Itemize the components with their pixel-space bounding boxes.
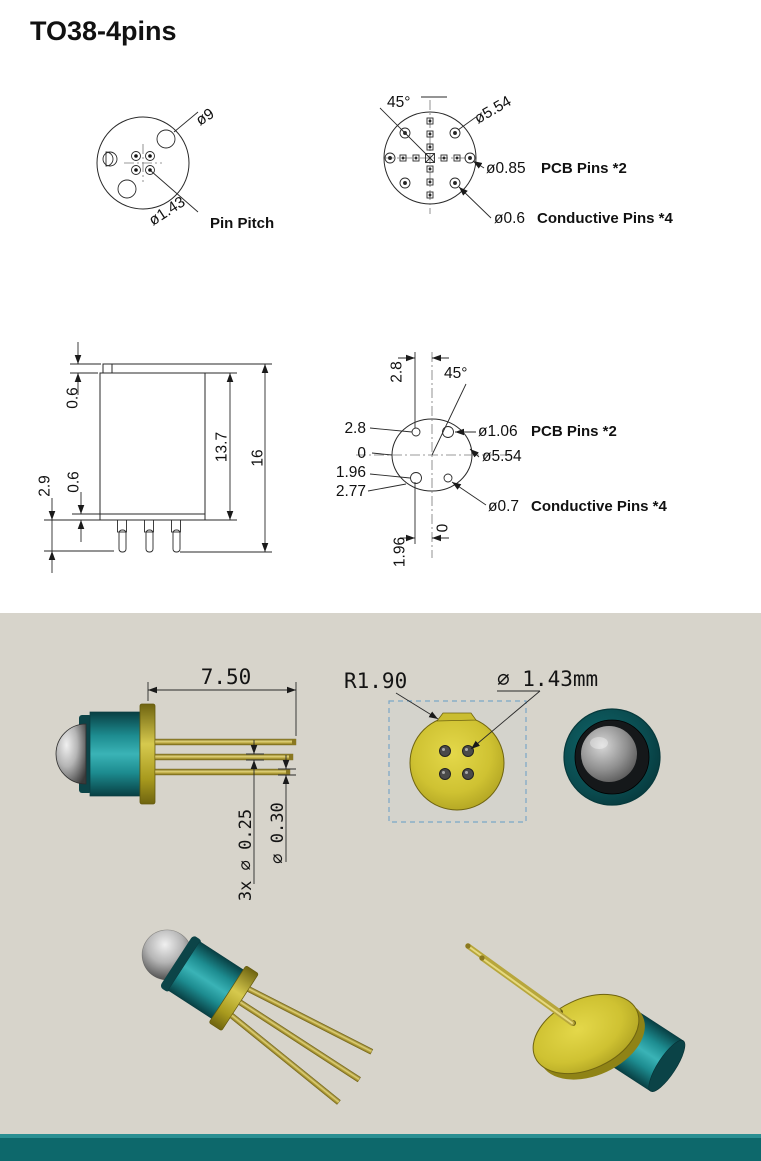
offset-2-8-label: 2.8 (344, 420, 366, 437)
package-body (99, 372, 206, 521)
front-hole (156, 129, 176, 149)
dia554-label: ø5.54 (472, 93, 515, 128)
angle-45-label: 45° (387, 94, 410, 111)
bottom-1-96-label: 1.96 (391, 537, 408, 567)
angle-45-label: 45° (444, 365, 467, 382)
pcb-pin-dia-label: ø0.85 (486, 160, 526, 177)
pitch-dia-label: ø1.43 (146, 194, 189, 230)
dim-pin-dia-2: ⌀ 0.30 (268, 755, 296, 864)
dim-pin-length: 2.9 (36, 475, 114, 573)
cap-ring (160, 936, 201, 992)
footer-bar-highlight (0, 1134, 761, 1138)
render-panel: 7.50 3x ⌀ 0.25 ⌀ 0.30 (0, 613, 761, 1161)
pin-pitch-mm-label: ⌀ 1.43mm (497, 667, 598, 691)
body-cylinder (89, 711, 141, 797)
gold-pins (154, 738, 297, 776)
footer-bar (0, 1138, 761, 1161)
right-callout-labels: ø1.06 PCB Pins *2 ø5.54 ø0.7 Conductive … (451, 423, 668, 515)
cap-radius-label: R1.90 (344, 669, 407, 693)
dia9-label: ø9 (193, 105, 217, 129)
cond-pin-dia-label: ø0.6 (494, 210, 525, 227)
side-view-pins (117, 519, 181, 553)
dim-pin-dia-3x: 3x ⌀ 0.25 (236, 740, 264, 901)
circle-dia-label: ø5.54 (482, 448, 522, 465)
left-coordinate-labels: 2.8 0 1.96 2.77 (336, 420, 413, 500)
dim-body-height: 13.7 (205, 372, 237, 521)
total-height-label: 16 (249, 449, 266, 466)
body-length-label: 7.50 (201, 665, 252, 689)
flange-top-face (409, 715, 505, 811)
iso-render-right (465, 943, 686, 1092)
front-hole (102, 151, 118, 167)
pcb-pin-label: PCB Pins *2 (541, 160, 627, 177)
side-render: 7.50 3x ⌀ 0.25 ⌀ 0.30 (55, 665, 297, 901)
cap-step-label: 0.6 (64, 387, 81, 409)
gold-pins (465, 943, 575, 1026)
pin-dia-2-label: ⌀ 0.30 (268, 802, 288, 863)
angle-line (379, 107, 431, 159)
top-tab (102, 363, 113, 374)
angle-line (431, 383, 467, 456)
front-view-render (563, 708, 661, 806)
bottom-0-label: 0 (434, 523, 451, 532)
dim-top-offset: 2.8 (388, 352, 449, 428)
body-end-cap (648, 1040, 686, 1092)
cond-pin-label: Conductive Pins *4 (537, 210, 674, 227)
radius-leader (395, 692, 439, 720)
front-outer-circle (96, 116, 190, 210)
front-hole (117, 179, 137, 199)
engineering-drawing: ø9 ø1.43 Pin Pitch (36, 93, 674, 573)
gold-pins (229, 986, 374, 1105)
offset-0-label: 0 (357, 445, 366, 462)
page-title: TO38-4pins (30, 16, 177, 46)
cap-notch (436, 712, 477, 722)
front-face-view: ø9 ø1.43 Pin Pitch (96, 105, 274, 232)
iso-render-left (141, 929, 374, 1105)
side-view: 0.6 13.7 16 (36, 342, 272, 573)
front-lens-dome (581, 726, 637, 782)
pcb-pin-label: PCB Pins *2 (531, 423, 617, 440)
bottom-face-view: 45° 2.8 2.8 0 1.96 2.77 (336, 352, 668, 567)
top-view-pins (439, 745, 474, 780)
pin-face-holes (384, 127, 476, 189)
d-notch (105, 151, 114, 167)
dim-total-height: 16 (112, 363, 272, 553)
pitch-leader (150, 170, 199, 213)
pin-dia-callout-label: 3x ⌀ 0.25 (236, 809, 256, 901)
pcb-pin-dia-label: ø1.06 (478, 423, 518, 440)
pin-face-view: 45° ø5.54 ø0.85 PCB Pins *2 ø0.6 Conduct… (379, 93, 674, 227)
flange (139, 703, 156, 805)
center-pin-cluster (131, 151, 155, 175)
dia554-leader (457, 116, 477, 131)
flange-step-label: 0.6 (65, 471, 82, 493)
dim-body-length: 7.50 (147, 665, 297, 736)
offset-2-77-label: 2.77 (336, 483, 366, 500)
cond-pin-leader (458, 186, 492, 219)
dim-bottom-offsets: 1.96 0 (391, 482, 451, 567)
pcb-pin-leader (472, 160, 485, 169)
dim-flange-step: 0.6 (65, 471, 100, 542)
offset-1-96-label: 1.96 (336, 464, 366, 481)
lens-dome (55, 723, 87, 785)
top-view-render: R1.90 ⌀ 1.43mm (344, 667, 598, 823)
pin-length-label: 2.9 (36, 475, 53, 497)
top-offset-label: 2.8 (388, 361, 405, 383)
cond-pin-label: Conductive Pins *4 (531, 498, 668, 515)
pitch-leader (470, 690, 541, 750)
cond-pin-dia-label: ø0.7 (488, 498, 519, 515)
dim-cap-step: 0.6 (64, 342, 101, 409)
body-height-label: 13.7 (213, 432, 230, 462)
dia9-leader (173, 111, 199, 133)
lens-highlight (590, 737, 608, 749)
pin-pitch-label: Pin Pitch (210, 215, 274, 232)
